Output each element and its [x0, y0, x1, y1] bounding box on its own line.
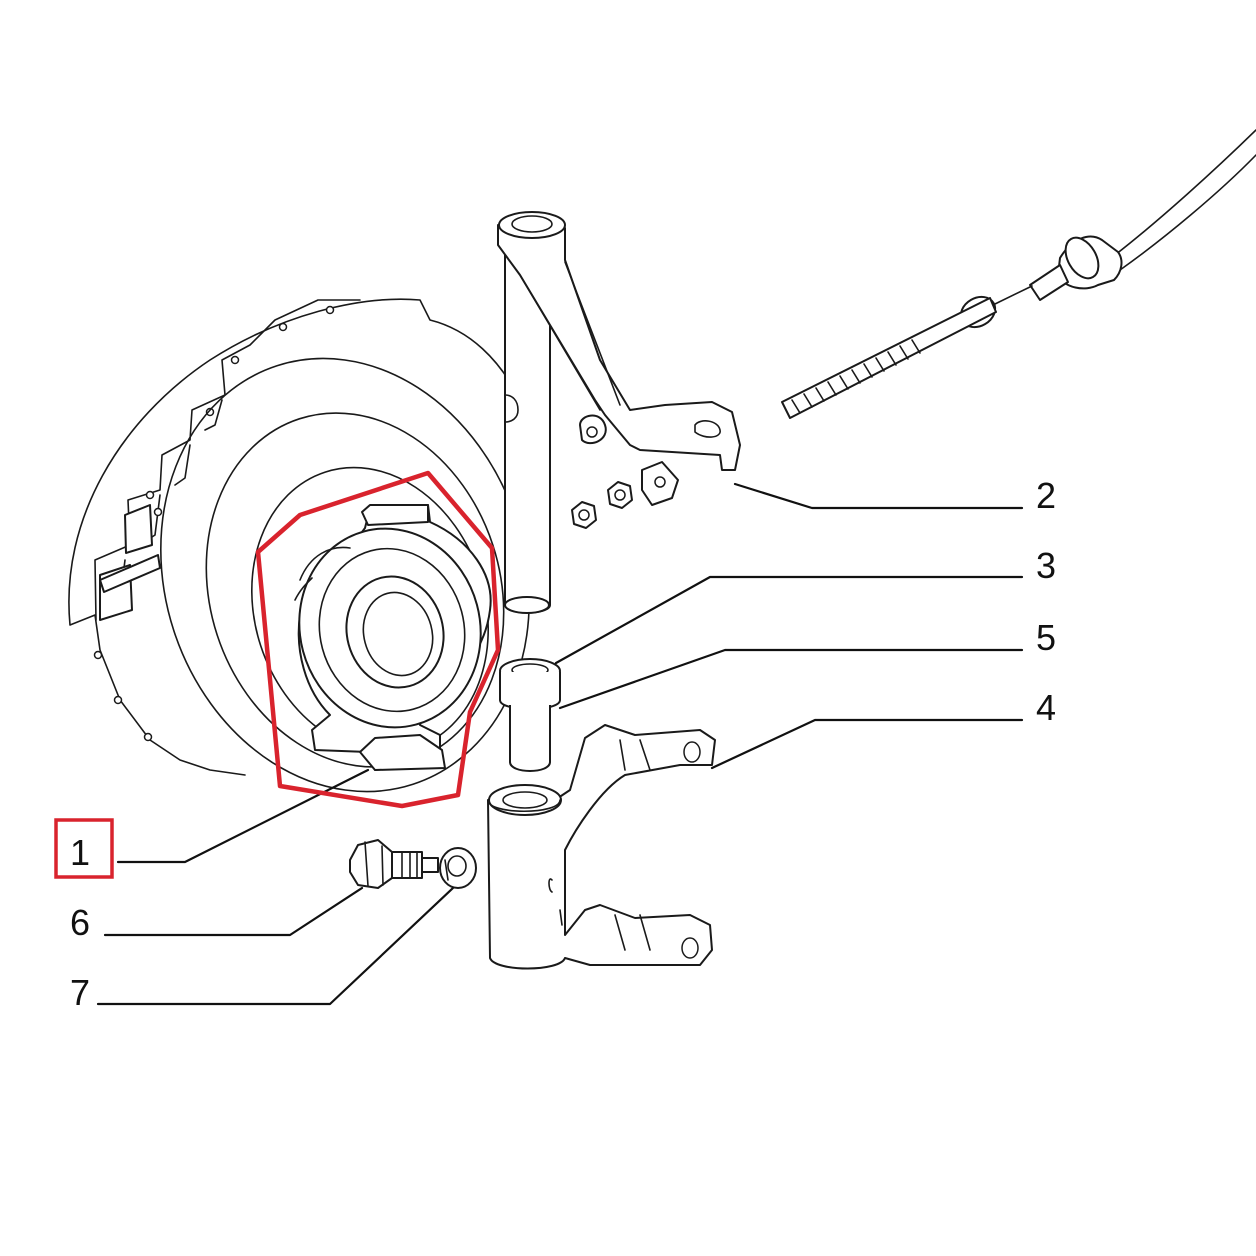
release-bearing[interactable]	[277, 504, 503, 771]
leader-line-2	[733, 482, 1024, 510]
highlight-outline-part-1	[255, 470, 501, 809]
callout-label-6: 6	[70, 902, 90, 943]
leader-line-5	[558, 648, 1024, 710]
leader-line-7	[96, 886, 455, 1006]
leader-lines	[96, 482, 1024, 1006]
release-lever-shaft[interactable]	[497, 211, 741, 614]
leader-line-6	[103, 886, 364, 937]
release-fork[interactable]	[487, 724, 716, 970]
highlight-box-callout-1	[54, 818, 114, 879]
callout-label-1: 1	[70, 832, 90, 873]
clutch-cable[interactable]	[781, 129, 1256, 419]
retaining-clip[interactable]	[439, 847, 477, 889]
callout-label-5: 5	[1036, 617, 1056, 658]
callout-label-2: 2	[1036, 475, 1056, 516]
shaft-bushing[interactable]	[499, 658, 561, 772]
callout-label-7: 7	[70, 972, 90, 1013]
pivot-bolt[interactable]	[349, 839, 439, 889]
leader-line-3	[554, 575, 1024, 665]
callout-label-3: 3	[1036, 545, 1056, 586]
lever-nuts[interactable]	[571, 461, 679, 529]
leader-line-1	[116, 768, 370, 864]
callout-label-4: 4	[1036, 687, 1056, 728]
leader-line-4	[710, 718, 1024, 770]
